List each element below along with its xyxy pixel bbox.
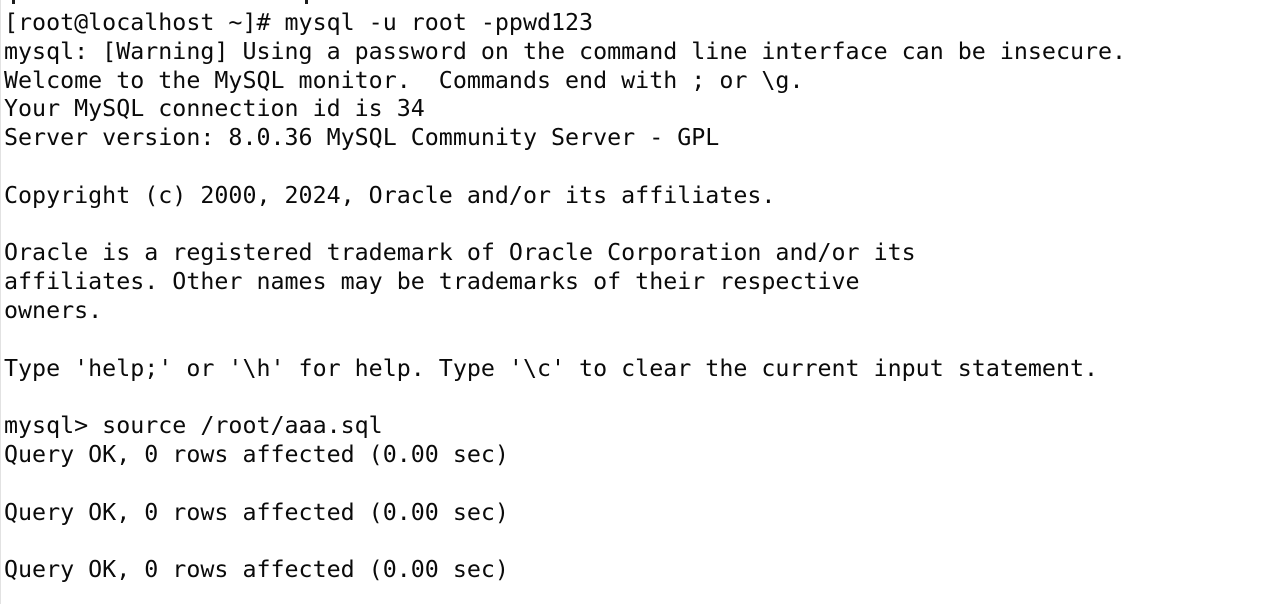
terminal-line-20: Query OK, 0 rows affected (0.00 sec) <box>4 556 509 584</box>
terminal-line-15: mysql> source /root/aaa.sql <box>4 412 383 440</box>
clipped-previous-line-fragment <box>12 0 15 4</box>
terminal-line-9: Oracle is a registered trademark of Orac… <box>4 239 916 267</box>
terminal-line-3: Welcome to the MySQL monitor. Commands e… <box>4 66 804 94</box>
clipped-previous-line-fragment <box>305 0 308 4</box>
window-left-edge <box>0 0 1 604</box>
terminal-line-16: Query OK, 0 rows affected (0.00 sec) <box>4 440 509 468</box>
terminal-line-2: mysql: [Warning] Using a password on the… <box>4 37 1127 65</box>
terminal-line-18: Query OK, 0 rows affected (0.00 sec) <box>4 498 509 526</box>
terminal-output: [root@localhost ~]# mysql -u root -ppwd1… <box>4 9 1126 585</box>
terminal-line-19 <box>4 527 1126 556</box>
terminal-line-1: [root@localhost ~]# mysql -u root -ppwd1… <box>4 9 594 36</box>
terminal-line-5: Server version: 8.0.36 MySQL Community S… <box>4 124 720 152</box>
terminal-line-13: Type 'help;' or '\h' for help. Type '\c'… <box>4 354 1099 382</box>
terminal-line-17 <box>4 470 1126 499</box>
terminal-line-10: affiliates. Other names may be trademark… <box>4 268 860 296</box>
terminal-line-14 <box>4 383 1126 412</box>
terminal-line-11: owners. <box>4 296 103 324</box>
terminal-line-12 <box>4 326 1126 355</box>
terminal-line-4: Your MySQL connection id is 34 <box>4 95 425 123</box>
terminal-line-8 <box>4 211 1126 240</box>
terminal-line-6 <box>4 153 1126 182</box>
terminal-line-7: Copyright (c) 2000, 2024, Oracle and/or … <box>4 181 776 209</box>
